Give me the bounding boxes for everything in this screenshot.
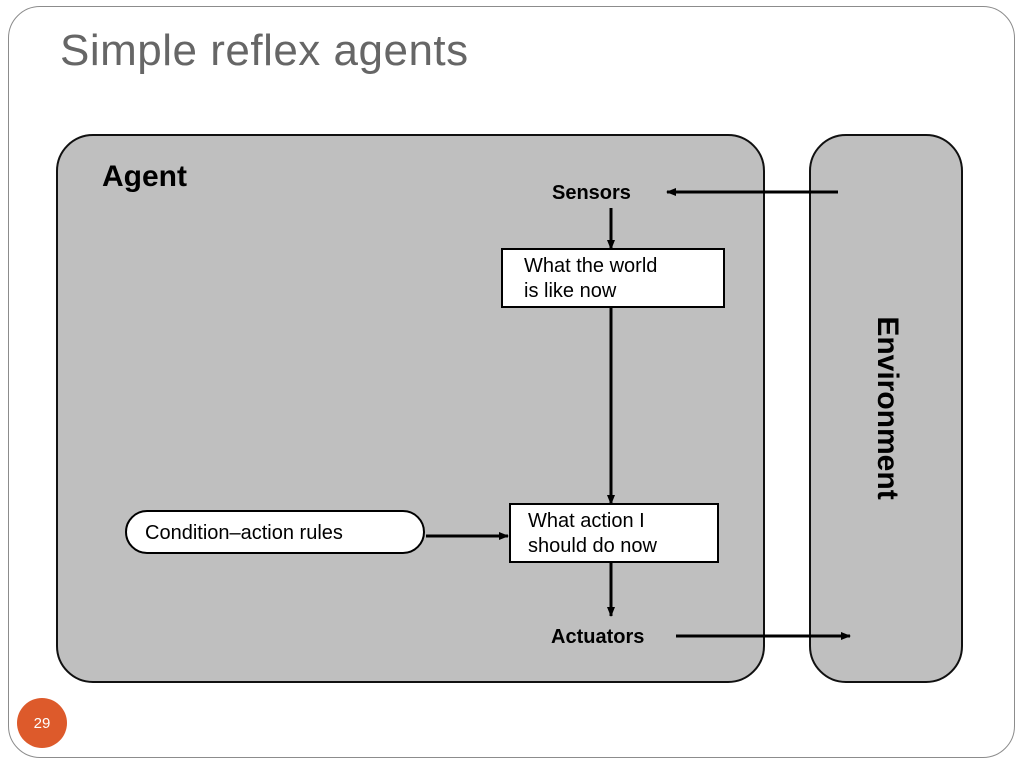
action-label: What action I should do now — [528, 510, 658, 557]
action-line-2: should do now — [528, 535, 658, 557]
page-number-badge: 29 — [17, 698, 67, 748]
action-line-1: What action I — [528, 510, 645, 532]
world-state-line-2: is like now — [524, 280, 617, 302]
slide-title: Simple reflex agents — [60, 26, 469, 75]
page-number: 29 — [33, 714, 51, 732]
rules-label: Condition–action rules — [145, 522, 343, 544]
agent-box — [56, 134, 765, 683]
action-box — [509, 503, 719, 563]
environment-label: Environment — [871, 316, 904, 499]
environment-box — [809, 134, 963, 683]
agent-label: Agent — [102, 160, 187, 193]
actuators-label: Actuators — [551, 626, 644, 648]
world-state-box — [501, 248, 725, 308]
rules-pill — [125, 510, 425, 554]
world-state-line-1: What the world — [524, 255, 657, 277]
sensors-label: Sensors — [552, 182, 631, 204]
world-state-label: What the world is like now — [524, 255, 663, 302]
